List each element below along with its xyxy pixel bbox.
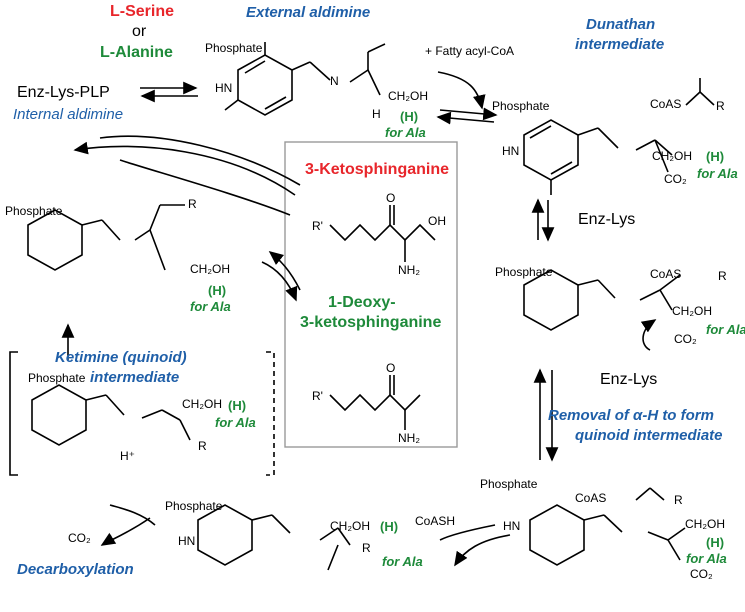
bracket-left bbox=[9, 351, 18, 476]
ring-3 bbox=[523, 269, 579, 331]
for-ala-1: for Ala bbox=[385, 125, 426, 140]
coas-3: CoAS bbox=[650, 267, 682, 281]
for-ala-4: for Ala bbox=[686, 551, 727, 566]
co2-3: CO₂ bbox=[674, 332, 697, 346]
r-5: R bbox=[362, 541, 371, 555]
removal-title-2: quinoid intermediate bbox=[575, 427, 723, 444]
ch2oh-7: CH₂OH bbox=[190, 262, 230, 276]
hn-1: HN bbox=[215, 81, 233, 95]
ala-h-7: (H) bbox=[208, 283, 227, 298]
dunathan-title-1: Dunathan bbox=[586, 16, 656, 33]
coas-4: CoAS bbox=[575, 491, 607, 505]
keto-nh2: NH₂ bbox=[398, 263, 420, 277]
keto-o: O bbox=[386, 191, 396, 205]
keto-skeleton bbox=[329, 223, 436, 242]
for-ala-5: for Ala bbox=[382, 554, 423, 569]
r-4: R bbox=[674, 493, 683, 507]
ch2oh-1: CH₂OH bbox=[388, 89, 428, 103]
ch2oh-5: CH₂OH bbox=[330, 519, 370, 533]
ala-h-1: (H) bbox=[400, 109, 419, 124]
internal-aldimine-label: Internal aldimine bbox=[13, 106, 124, 123]
for-ala-2: for Ala bbox=[697, 166, 738, 181]
dunathan-title-2: intermediate bbox=[575, 36, 665, 53]
r-7: R bbox=[188, 197, 197, 211]
bracket-right bbox=[266, 351, 275, 476]
curve-arrow-1 bbox=[73, 141, 296, 196]
ring-5 bbox=[197, 504, 253, 566]
phosphate-3: Phosphate bbox=[495, 265, 553, 279]
deoxy-title-1: 1-Deoxy- bbox=[328, 294, 396, 311]
ala-h-6: (H) bbox=[228, 398, 247, 413]
hplus-label: H⁺ bbox=[120, 449, 135, 463]
fatty-acyl-label: + Fatty acyl-CoA bbox=[425, 44, 515, 58]
enz-lys-label-1: Enz-Lys bbox=[578, 211, 636, 228]
r-prime-1: R' bbox=[312, 219, 323, 233]
ala-h-4: (H) bbox=[706, 535, 725, 550]
curve-arrow-2 bbox=[268, 251, 301, 291]
co2-released: CO₂ bbox=[68, 531, 91, 545]
ketosphinganine-title: 3-Ketosphinganine bbox=[305, 161, 450, 178]
phosphate-6: Phosphate bbox=[28, 371, 86, 385]
h-1: H bbox=[372, 107, 381, 121]
ch2oh-3: CH₂OH bbox=[672, 304, 712, 318]
ketimine-title-1: Ketimine (quinoid) bbox=[55, 349, 187, 366]
hn-2: HN bbox=[502, 144, 520, 158]
keto-oh: OH bbox=[428, 214, 446, 228]
product-box bbox=[284, 141, 458, 448]
for-ala-6: for Ala bbox=[215, 415, 256, 430]
r-prime-2: R' bbox=[312, 389, 323, 403]
ch2oh-4: CH₂OH bbox=[685, 517, 725, 531]
deoxy-o: O bbox=[386, 361, 396, 375]
decarboxylation-label: Decarboxylation bbox=[17, 561, 134, 578]
deoxy-skeleton bbox=[329, 393, 421, 412]
n-1: N bbox=[330, 74, 339, 88]
coash-label: CoASH bbox=[415, 514, 456, 528]
co2-2: CO₂ bbox=[664, 172, 687, 186]
ring-4 bbox=[529, 504, 585, 566]
phosphate-7: Phosphate bbox=[5, 204, 63, 218]
for-ala-3: for Ala bbox=[706, 322, 745, 337]
ch2oh-2: CH₂OH bbox=[652, 149, 692, 163]
phosphate-4: Phosphate bbox=[480, 477, 538, 491]
deoxy-nh2: NH₂ bbox=[398, 431, 420, 445]
enz-lys-plp-label: Enz-Lys-PLP bbox=[17, 84, 110, 101]
phosphate-1: Phosphate bbox=[205, 41, 263, 55]
r-6: R bbox=[198, 439, 207, 453]
equilibrium-arrow-2 bbox=[439, 107, 498, 121]
removal-title-1: Removal of α-H to form bbox=[548, 407, 714, 424]
coas-2: CoAS bbox=[650, 97, 682, 111]
ring-2 bbox=[523, 119, 579, 181]
phosphate-2: Phosphate bbox=[492, 99, 550, 113]
r-3: R bbox=[718, 269, 727, 283]
alanine-label: L-Alanine bbox=[100, 44, 173, 61]
ring-1 bbox=[237, 54, 293, 116]
ala-h-2: (H) bbox=[706, 149, 725, 164]
ring-7 bbox=[27, 209, 83, 271]
ring-6 bbox=[31, 384, 87, 446]
ala-h-5: (H) bbox=[380, 519, 399, 534]
ch2oh-6: CH₂OH bbox=[182, 397, 222, 411]
hn-5: HN bbox=[178, 534, 196, 548]
external-aldimine-title: External aldimine bbox=[246, 4, 371, 21]
enz-lys-label-2: Enz-Lys bbox=[600, 371, 658, 388]
or-label: or bbox=[132, 23, 147, 40]
phosphate-5: Phosphate bbox=[165, 499, 223, 513]
coash-arrow bbox=[454, 534, 511, 567]
ketimine-title-2: intermediate bbox=[90, 369, 180, 386]
serine-label: L-Serine bbox=[110, 3, 175, 20]
co2-4: CO₂ bbox=[690, 567, 713, 581]
decarboxylation-arrow bbox=[109, 504, 156, 526]
for-ala-7: for Ala bbox=[190, 299, 231, 314]
r-2: R bbox=[716, 99, 725, 113]
deoxy-title-2: 3-ketosphinganine bbox=[300, 314, 442, 331]
hn-4: HN bbox=[503, 519, 521, 533]
